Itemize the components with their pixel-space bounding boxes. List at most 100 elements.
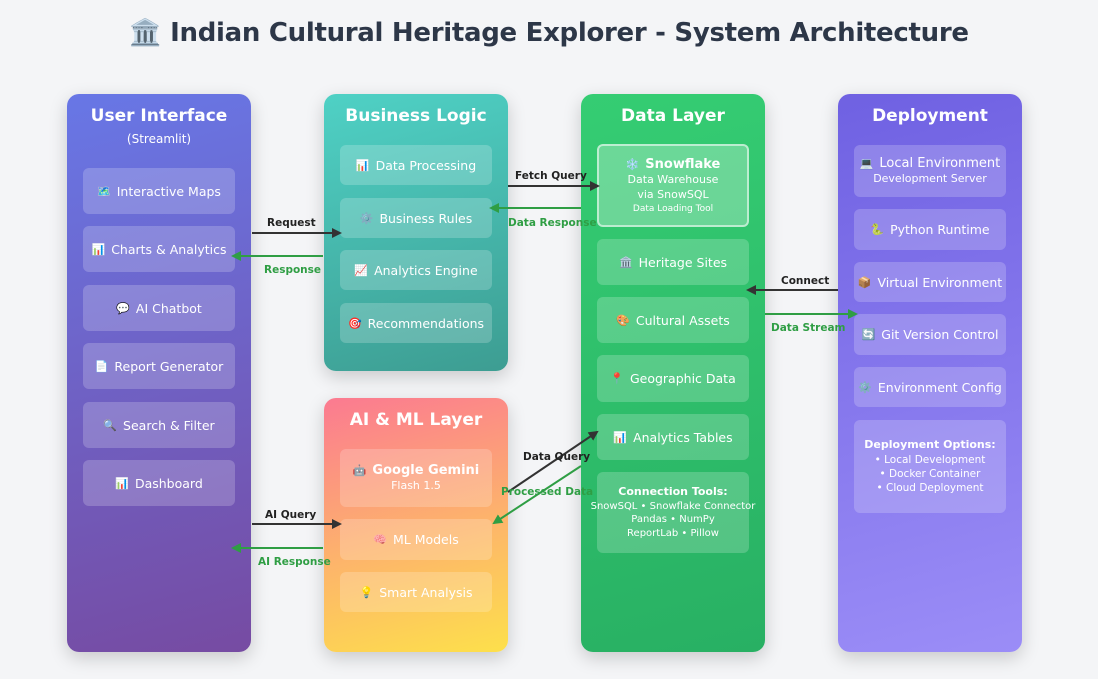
box-label: Geographic Data — [629, 371, 736, 386]
ai-title: AI & ML Layer — [349, 410, 483, 430]
tools-line2: Pandas • NumPy — [631, 514, 715, 526]
search-icon: 🔍 — [103, 418, 118, 432]
ai-chatbot-box[interactable]: 💬 AI Chatbot — [83, 285, 235, 331]
gemini-name: Google Gemini — [372, 462, 480, 478]
data-layer-panel: Data Layer ❄️ Snowflake Data Warehouse vi… — [581, 94, 765, 652]
page-title: 🏛️ Indian Cultural Heritage Explorer - S… — [129, 18, 969, 48]
box-label: Cultural Assets — [635, 312, 730, 328]
bl-title: Business Logic — [345, 106, 487, 126]
snowflake-box[interactable]: ❄️ Snowflake Data Warehouse via SnowSQL D… — [597, 144, 749, 227]
data-stream-label: Data Stream — [771, 322, 846, 334]
dl-title: Data Layer — [621, 106, 725, 126]
charts-analytics-box[interactable]: 📊Charts & Analytics — [83, 226, 235, 272]
gear-icon: ⚙️ — [858, 380, 872, 394]
dp-title: Deployment — [872, 106, 988, 126]
lightbulb-icon: 💡 — [359, 585, 374, 599]
cultural-assets-box[interactable]: 🎨 Cultural Assets — [597, 297, 749, 343]
chart-icon: 📊 — [115, 476, 129, 490]
options-line1: • Local Development — [874, 453, 986, 466]
search-filter-box[interactable]: 🔍Search & Filter — [83, 402, 235, 448]
python-icon: 🐍 — [870, 223, 885, 236]
brain-icon: 🧠 — [373, 533, 387, 546]
snowflake-line3: Data Loading Tool — [632, 204, 714, 215]
box-label: Heritage Sites — [638, 254, 728, 270]
snowflake-line1: Data Warehouse — [627, 173, 719, 187]
user-interface-panel: User Interface (Streamlit) 🗺️ Interactive… — [67, 94, 251, 652]
snowflake-line2: via SnowSQL — [637, 188, 709, 202]
dashboard-box[interactable]: 📊 Dashboard — [83, 460, 235, 506]
museum-icon: 🏛️ — [618, 255, 633, 269]
box-label: Report Generator — [114, 358, 224, 374]
recommendations-box[interactable]: 🎯Recommendations — [340, 303, 492, 343]
snowflake-icon: ❄️ — [625, 157, 640, 171]
business-logic-panel: Business Logic 📊 Data Processing ⚙️Busine… — [324, 94, 508, 371]
ai-query-label: AI Query — [265, 509, 317, 521]
robot-icon: 🤖 — [352, 463, 367, 477]
options-title: Deployment Options: — [864, 437, 996, 451]
tools-title: Connection Tools: — [618, 484, 728, 498]
snowflake-name: Snowflake — [645, 156, 721, 172]
connection-tools-box: Connection Tools: SnowSQL • Snowflake Co… — [591, 472, 755, 553]
target-icon: 🎯 — [347, 316, 362, 330]
box-label: ML Models — [392, 532, 459, 547]
request-label: Request — [267, 217, 316, 229]
fetch-query-label: Fetch Query — [515, 170, 587, 182]
geographic-data-box[interactable]: 📍 Geographic Data — [597, 355, 749, 402]
package-icon: 📦 — [857, 275, 872, 289]
box-label: Data Processing — [375, 157, 477, 173]
data-query-arrow — [507, 430, 599, 493]
box-label: Git Version Control — [881, 327, 999, 342]
tools-line3: ReportLab • Pillow — [627, 527, 719, 539]
google-gemini-box[interactable]: 🤖Google Gemini Flash 1.5 — [340, 449, 492, 507]
box-label: Environment Config — [877, 379, 1002, 395]
box-label: Dashboard — [134, 475, 203, 491]
chat-icon: 💬 — [116, 301, 130, 315]
box-label: AI Chatbot — [135, 300, 202, 316]
document-icon: 📄 — [94, 359, 109, 373]
box-label: Analytics Tables — [633, 429, 733, 445]
ai-response-label: AI Response — [258, 556, 331, 568]
box-label: Business Rules — [379, 210, 473, 226]
box-label: Interactive Maps — [116, 183, 221, 199]
ai-ml-panel: AI & ML Layer 🤖Google Gemini Flash 1.5 🧠… — [324, 398, 508, 652]
python-runtime-box[interactable]: 🐍 Python Runtime — [854, 209, 1006, 250]
interactive-maps-box[interactable]: 🗺️ Interactive Maps — [83, 168, 235, 214]
data-response-label: Data Response — [508, 217, 597, 229]
box-label: Python Runtime — [890, 222, 990, 237]
tools-line1: SnowSQL • Snowflake Connector — [590, 500, 756, 512]
ui-title: User Interface — [90, 106, 228, 126]
smart-analysis-box[interactable]: 💡Smart Analysis — [340, 572, 492, 612]
data-query-label: Data Query — [523, 451, 591, 463]
environment-config-box[interactable]: ⚙️ Environment Config — [854, 367, 1006, 407]
processed-data-label: Processed Data — [501, 486, 594, 498]
git-version-control-box[interactable]: 🔄 Git Version Control — [854, 314, 1006, 355]
report-generator-box[interactable]: 📄 Report Generator — [83, 343, 235, 389]
laptop-icon: 💻 — [859, 156, 874, 170]
refresh-icon: 🔄 — [861, 328, 876, 341]
data-processing-box[interactable]: 📊 Data Processing — [340, 145, 492, 185]
options-line3: • Cloud Deployment — [876, 482, 984, 494]
box-label: Virtual Environment — [877, 274, 1003, 290]
heritage-sites-box[interactable]: 🏛️ Heritage Sites — [597, 239, 749, 285]
ui-subtitle: (Streamlit) — [126, 132, 192, 146]
local-name: Local Environment — [879, 155, 1001, 171]
ml-models-box[interactable]: 🧠 ML Models — [340, 519, 492, 560]
connect-label: Connect — [781, 275, 830, 287]
map-icon: 🗺️ — [97, 184, 111, 198]
virtual-environment-box[interactable]: 📦 Virtual Environment — [854, 262, 1006, 302]
analytics-engine-box[interactable]: 📈Analytics Engine — [340, 250, 492, 290]
chart-icon: 📊 — [91, 242, 106, 256]
palette-icon: 🎨 — [616, 313, 630, 327]
local-sub: Development Server — [873, 172, 987, 186]
analytics-tables-box[interactable]: 📊 Analytics Tables — [597, 414, 749, 460]
deployment-options-box: Deployment Options: • Local Development … — [854, 420, 1006, 513]
local-environment-box[interactable]: 💻 Local Environment Development Server — [854, 145, 1006, 197]
chart-icon: 📊 — [355, 158, 370, 172]
response-label: Response — [264, 264, 322, 276]
processed-data-arrow — [492, 465, 582, 525]
pin-icon: 📍 — [610, 372, 624, 385]
business-rules-box[interactable]: ⚙️Business Rules — [340, 198, 492, 238]
box-label: Analytics Engine — [374, 262, 478, 278]
chart-icon: 📊 — [613, 430, 628, 444]
